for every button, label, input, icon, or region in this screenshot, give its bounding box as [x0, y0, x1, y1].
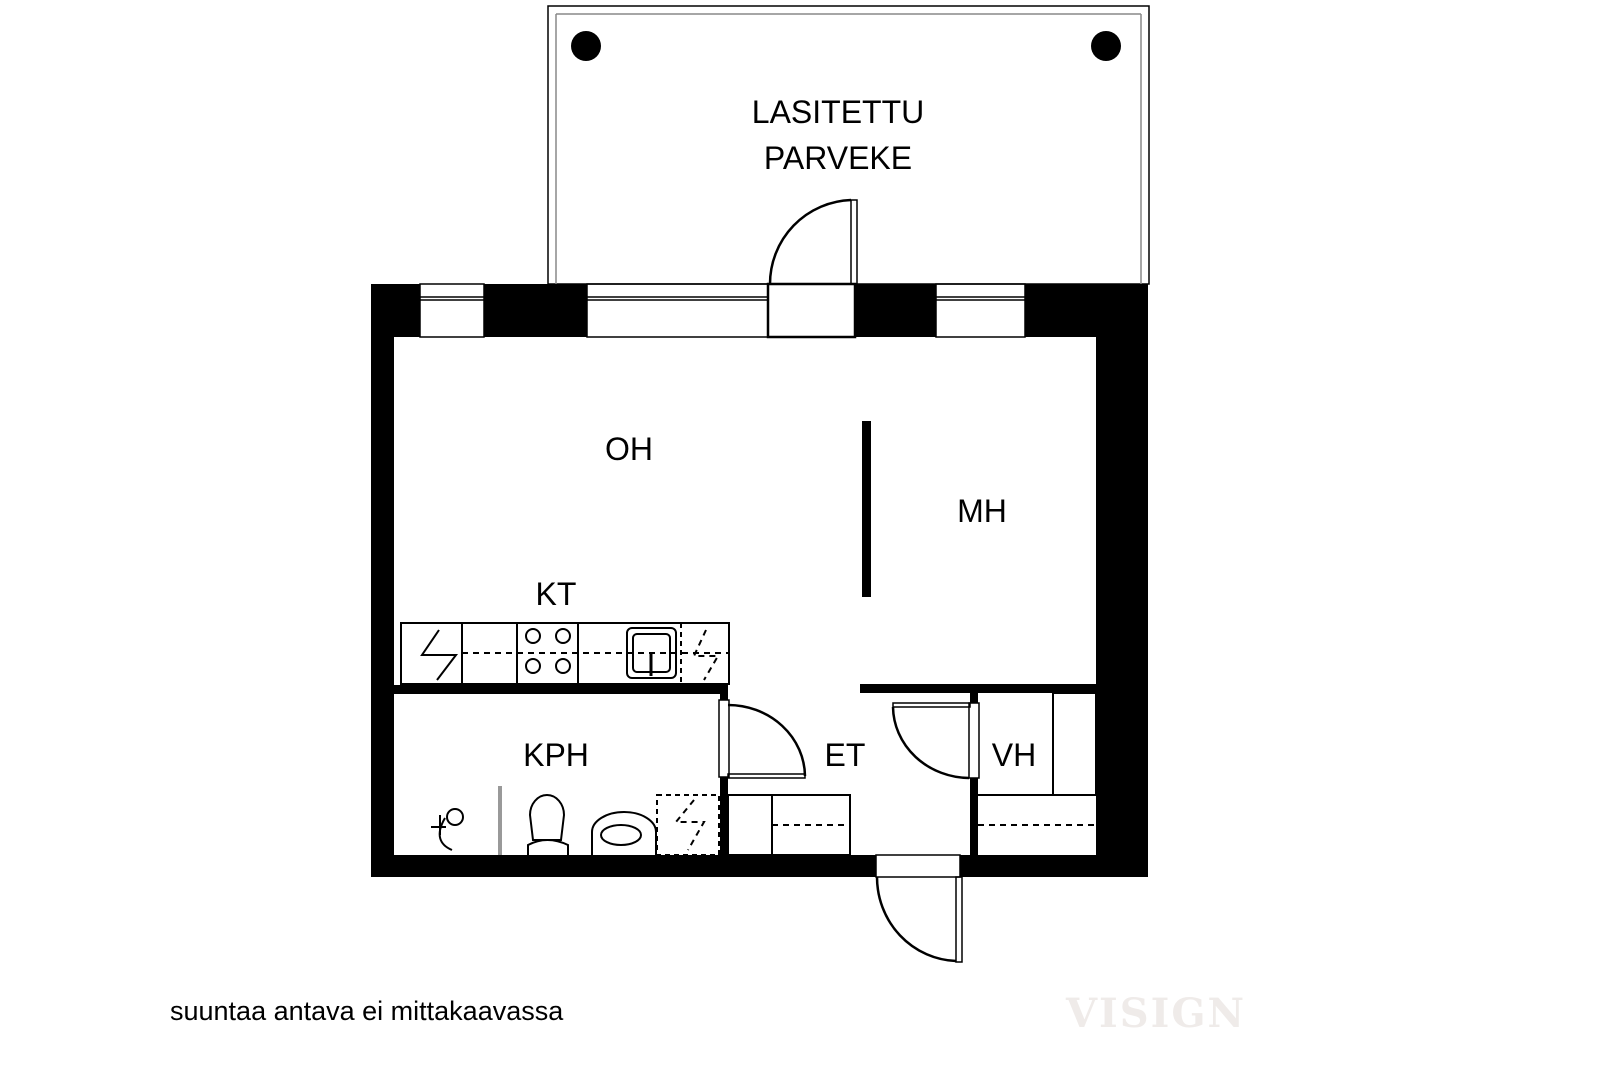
kitchen-counter: [400, 622, 730, 685]
room-label-living: OH: [605, 431, 653, 467]
bathroom-fixtures: [431, 786, 720, 856]
windows: [419, 283, 1026, 338]
entry-door: [875, 854, 963, 963]
balcony-door: [766, 198, 858, 339]
hall-cabinets: [727, 692, 1097, 856]
balcony-label-1: LASITETTU: [752, 94, 924, 130]
room-label-kitchen: KT: [536, 576, 577, 612]
room-label-bedroom: MH: [957, 493, 1007, 529]
closet-door: [891, 702, 980, 780]
watermark-logo: VISIGN: [1066, 990, 1247, 1037]
room-label-closet: VH: [992, 737, 1036, 773]
walls: [371, 284, 1148, 877]
room-label-hall: ET: [825, 737, 866, 773]
room-label-bathroom: KPH: [523, 737, 589, 773]
bathroom-door: [718, 699, 807, 779]
scale-note: suuntaa antava ei mittakaavassa: [170, 996, 564, 1026]
column-left: [571, 31, 601, 61]
column-right: [1091, 31, 1121, 61]
balcony-label-2: PARVEKE: [764, 140, 912, 176]
